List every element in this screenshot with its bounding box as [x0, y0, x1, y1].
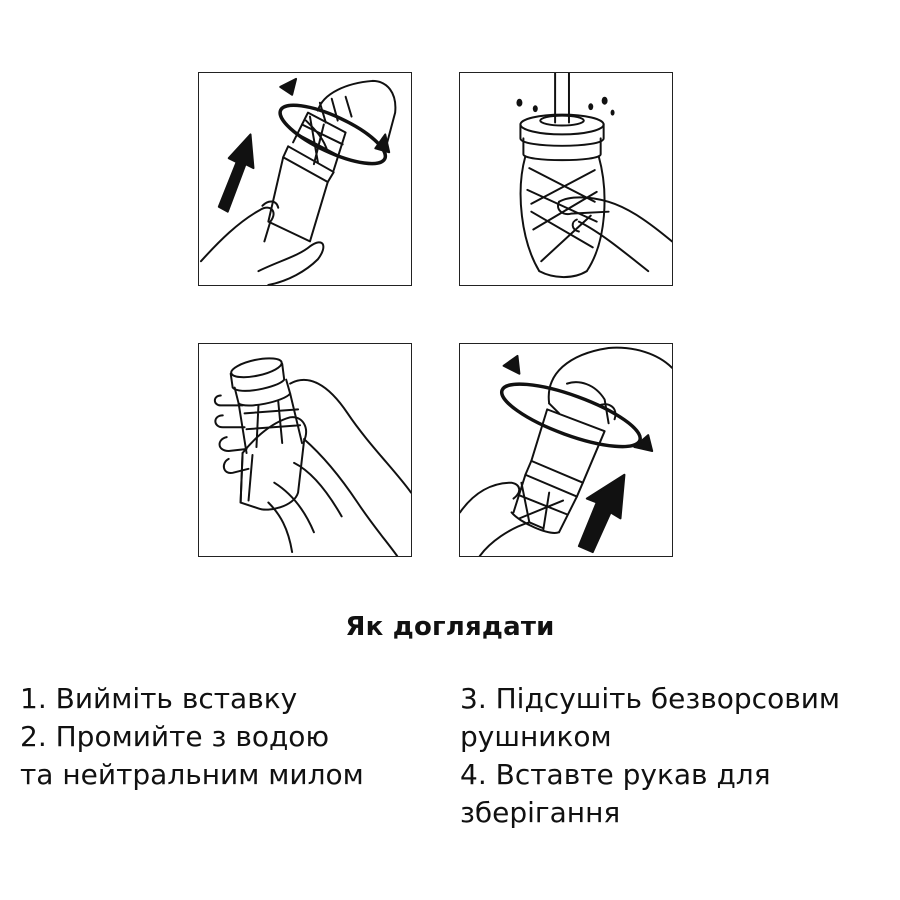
remove-insert-illustration: [198, 72, 412, 286]
rotate-arrow-icon: [278, 77, 391, 166]
water-drop-icon: [516, 96, 615, 116]
instruction-step-1: 1. Вийміть вставку: [20, 682, 298, 715]
insert-sleeve-illustration: [459, 343, 673, 557]
instruction-step-4: 4. Вставте рукав для: [460, 758, 771, 791]
instructions-right: 3. Підсушіть безворсовим рушником 4. Вст…: [460, 680, 840, 832]
instruction-step-3: 3. Підсушіть безворсовим: [460, 682, 841, 715]
instruction-step-3-continued: рушником: [460, 720, 612, 753]
instruction-step-2-continued: та нейтральним милом: [20, 758, 364, 791]
page-title: Як доглядати: [345, 612, 555, 642]
instruction-step-4-continued: зберігання: [460, 796, 621, 829]
instructions-left: 1. Вийміть вставку 2. Промийте з водою т…: [20, 680, 364, 794]
rotate-arrow-icon: [499, 354, 654, 452]
rinse-under-water-illustration: [459, 72, 673, 286]
up-arrow-icon: [217, 133, 255, 213]
dry-with-towel-illustration: [198, 343, 412, 557]
instruction-step-2: 2. Промийте з водою: [20, 720, 330, 753]
up-arrow-icon: [577, 473, 626, 554]
